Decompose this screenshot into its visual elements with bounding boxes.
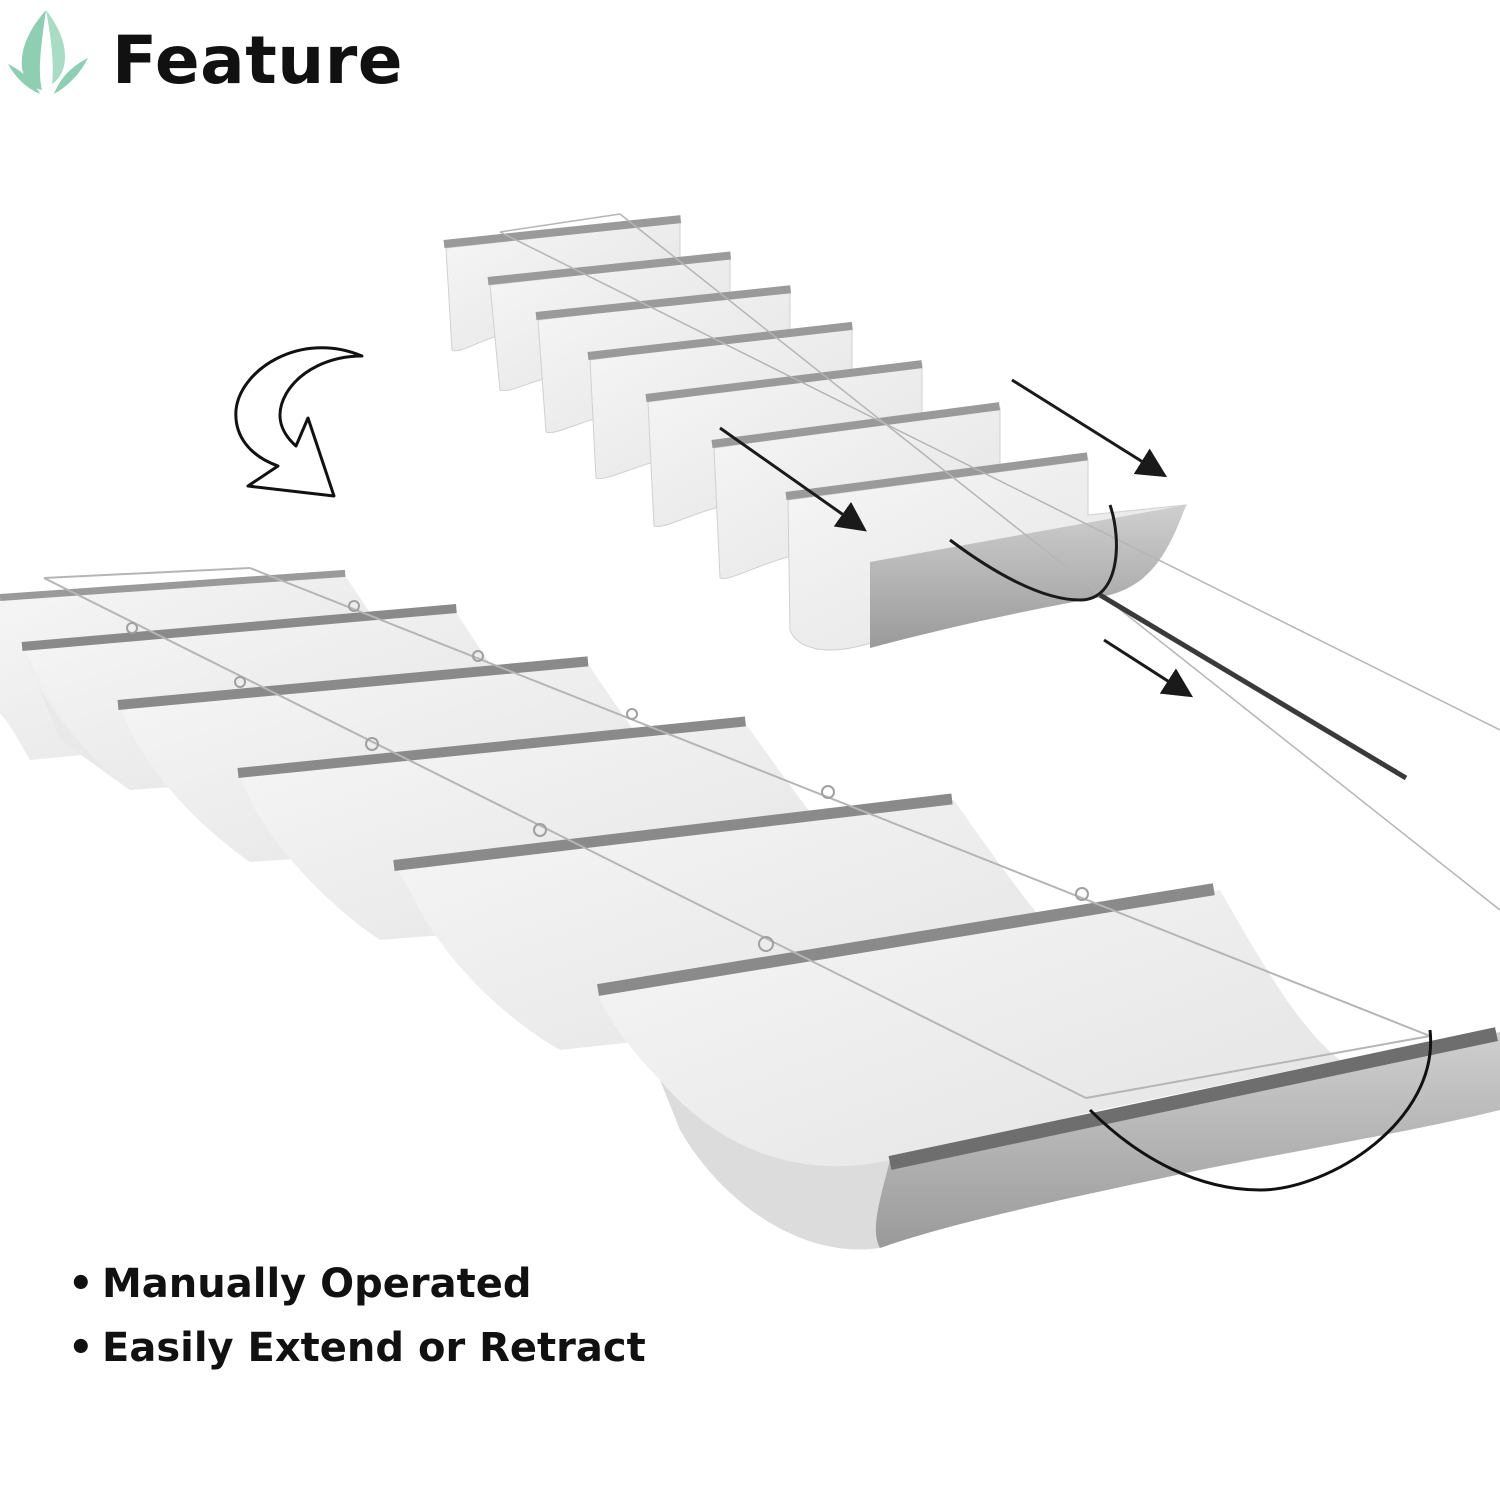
bullet: • — [68, 1325, 94, 1371]
extended-panel — [660, 1027, 1500, 1250]
list-item: •Easily Extend or Retract — [68, 1316, 646, 1380]
feature-text: Easily Extend or Retract — [102, 1325, 646, 1371]
extended-shade — [0, 567, 1500, 1250]
list-item: •Manually Operated — [68, 1252, 646, 1316]
bullet: • — [68, 1261, 94, 1307]
header: Feature — [0, 0, 700, 130]
extended-panel — [597, 883, 1340, 1167]
leaf-icon — [8, 10, 88, 96]
retracted-panel — [785, 452, 1187, 651]
arrow-icon — [719, 426, 867, 532]
arrow-icon — [1103, 638, 1194, 698]
feature-text: Manually Operated — [102, 1261, 532, 1307]
retracted-shade — [443, 213, 1500, 911]
feature-list: •Manually Operated •Easily Extend or Ret… — [68, 1252, 646, 1380]
page-title: Feature — [112, 22, 404, 99]
arrow-icon — [1011, 378, 1168, 478]
curved-arrow-icon — [234, 346, 364, 498]
